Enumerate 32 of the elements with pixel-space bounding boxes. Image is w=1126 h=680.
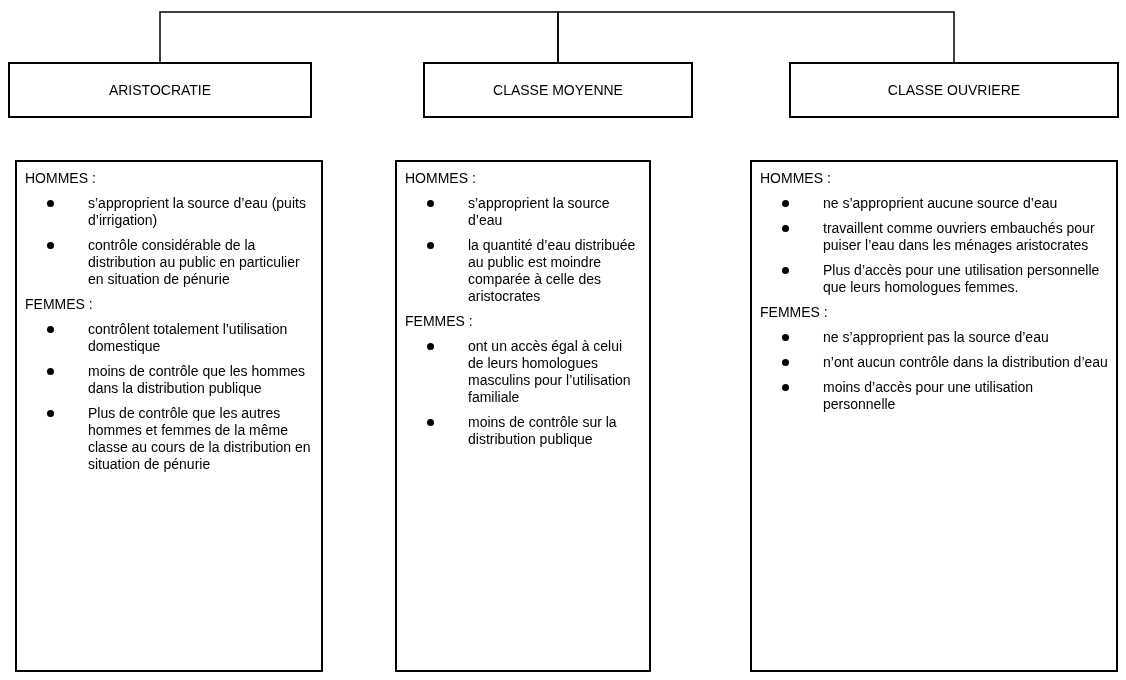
class-box: [8, 62, 312, 118]
bullet-text: contrôlent totalement l’utilisation domestique: [88, 321, 289, 355]
description-box: [15, 160, 323, 672]
bullet-text: Plus d’accès pour une utilisation personnelle que leurs homologues femmes.: [823, 262, 1101, 296]
bullet-text: Plus de contrôle que les autres hommes et femmes de la même classe au cours de la distribution en situation de pénurie: [88, 405, 312, 473]
section-heading: FEMMES :: [405, 313, 474, 330]
class-title: CLASSE MOYENNE: [493, 80, 623, 100]
class-box: [789, 62, 1119, 118]
bullet-text: n’ont aucun contrôle dans la distribution d’eau: [823, 354, 1108, 371]
class-title: CLASSE OUVRIERE: [887, 80, 1021, 100]
bullet-text: ne s’approprient aucune source d’eau: [823, 195, 1058, 212]
section-heading: FEMMES :: [25, 296, 94, 313]
connector-line: [557, 11, 955, 63]
class-box: [423, 62, 693, 118]
bullet-text: ont un accès égal à celui de leurs homologues masculins pour l’utilisation familiale: [468, 338, 632, 406]
connector-line: [159, 11, 559, 63]
bullet-text: s’approprient la source d’eau: [468, 195, 611, 229]
bullet-text: s’approprient la source d’eau (puits d’irrigation): [88, 195, 307, 229]
class-title: ARISTOCRATIE: [108, 80, 212, 100]
bullet-text: moins de contrôle sur la distribution publique: [468, 414, 618, 448]
bullet-text: moins de contrôle que les hommes dans la distribution publique: [88, 363, 307, 397]
section-heading: HOMMES :: [25, 170, 97, 187]
bullet-text: ne s’approprient pas la source d’eau: [823, 329, 1049, 346]
description-box: [750, 160, 1118, 672]
section-heading: FEMMES :: [760, 304, 829, 321]
bullet-text: travaillent comme ouvriers embauchés pour puiser l’eau dans les ménages aristocrates: [823, 220, 1096, 254]
section-heading: HOMMES :: [760, 170, 832, 187]
bullet-text: moins d’accès pour une utilisation personnelle: [823, 379, 1035, 413]
section-heading: HOMMES :: [405, 170, 477, 187]
bullet-text: la quantité d’eau distribuée au public est moindre comparée à celle des aristocrates: [468, 237, 637, 305]
description-box: [395, 160, 651, 672]
bullet-text: contrôle considérable de la distribution au public en particulier en situation de pénurie: [88, 237, 301, 288]
